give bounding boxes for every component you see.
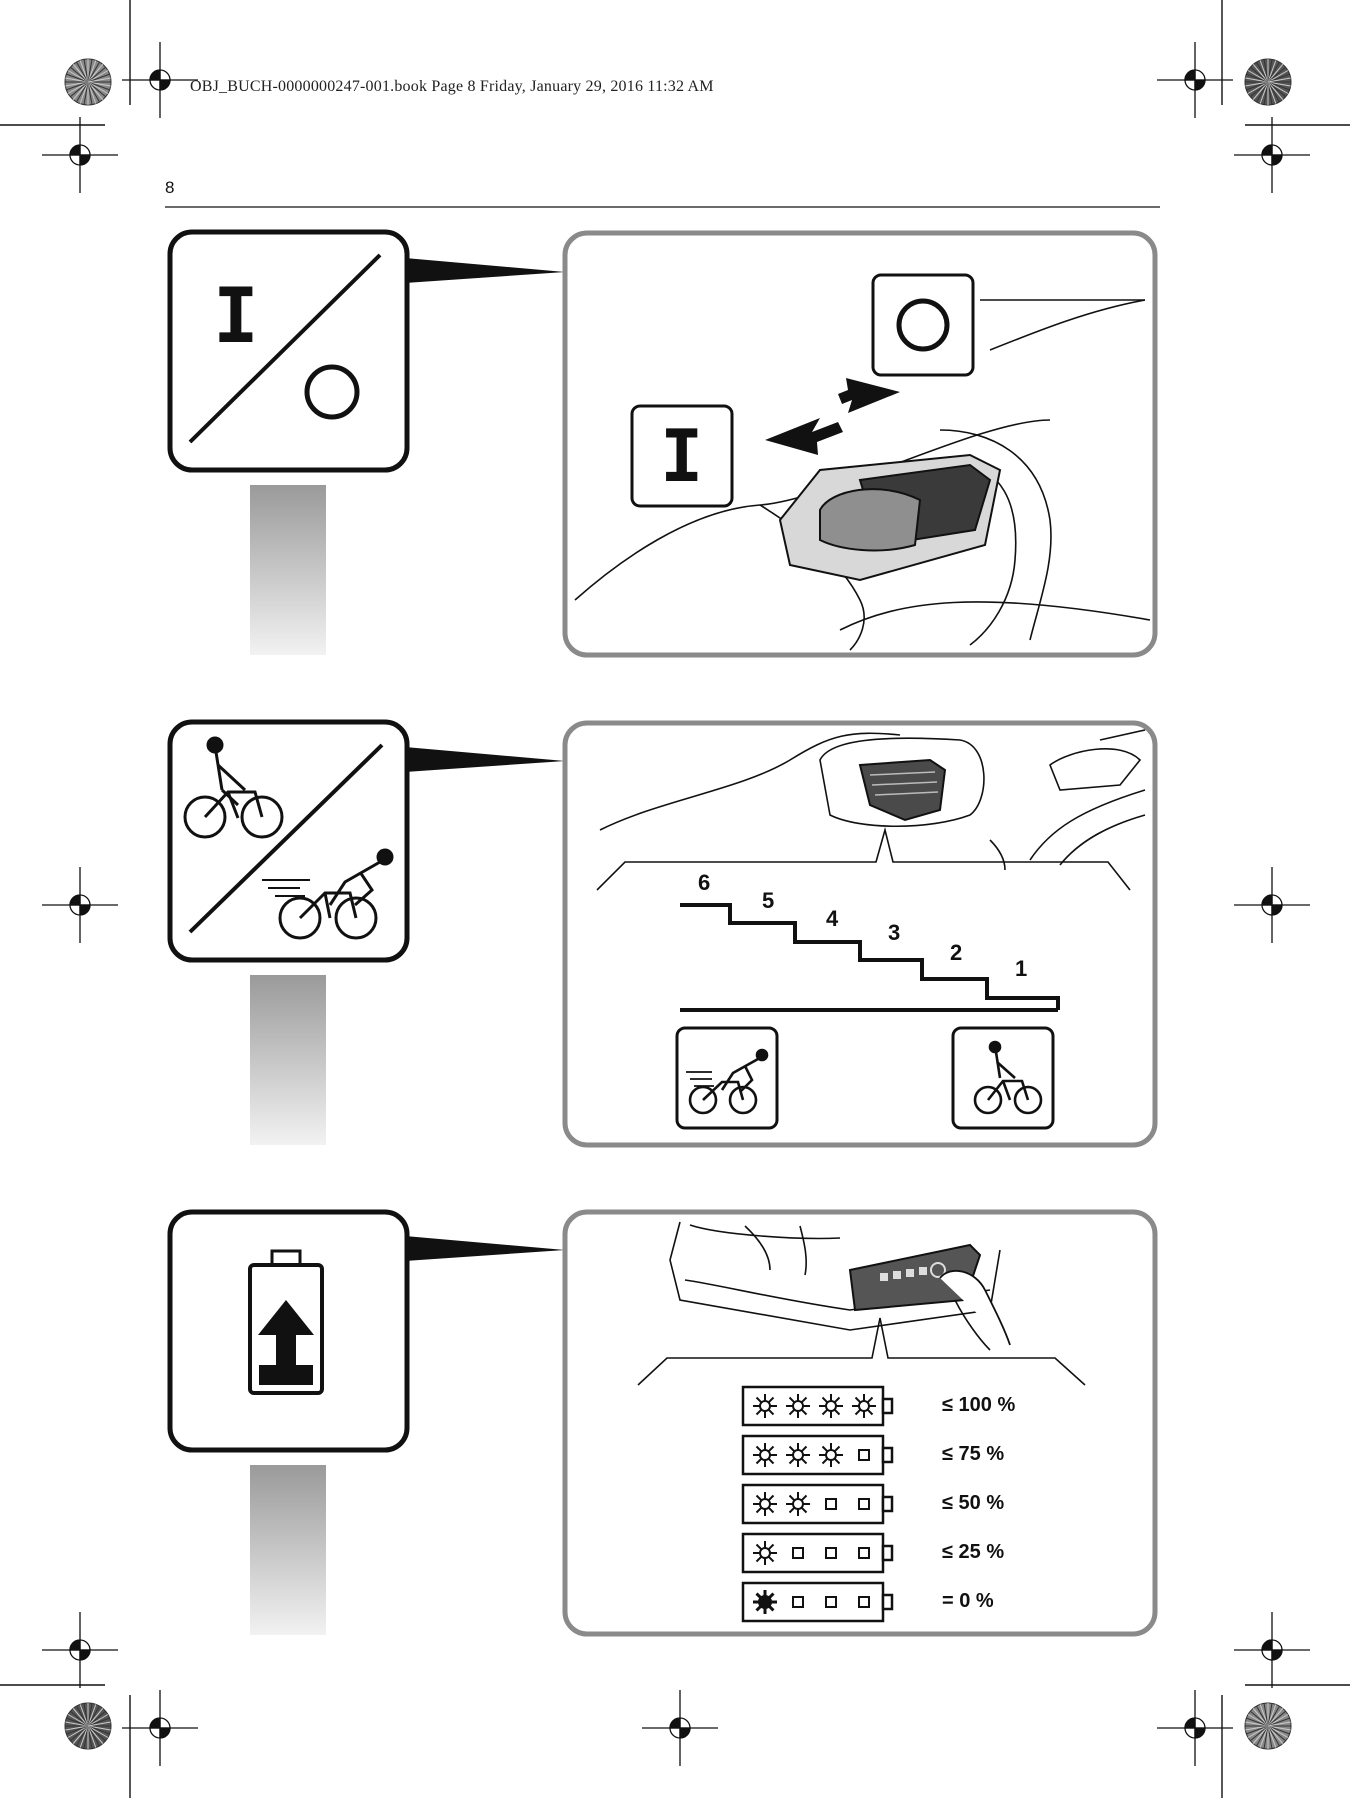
on-label-text: I <box>660 414 704 498</box>
tour-mode-box <box>951 1026 1055 1130</box>
assist-level-3: 3 <box>888 920 901 945</box>
registration-target-icon <box>642 1690 718 1766</box>
led-lit-icon <box>852 1394 876 1418</box>
registration-target-icon <box>1157 42 1233 118</box>
led-lit-icon <box>753 1492 777 1516</box>
page-number: 8 <box>165 178 175 197</box>
sport-mode-icon <box>686 1048 769 1115</box>
off-label-circle-icon <box>896 298 950 352</box>
battery-level-label: = 0 % <box>942 1590 994 1612</box>
arrow-right-icon <box>838 378 900 413</box>
registration-target-icon <box>42 117 118 193</box>
arrow-left-icon <box>765 418 843 455</box>
cyclist-upright-icon <box>183 736 284 839</box>
color-rosette-icon <box>1244 58 1292 106</box>
color-rosette-icon <box>64 58 112 106</box>
led-lit-icon <box>786 1443 810 1467</box>
led-lit-icon <box>753 1443 777 1467</box>
tour-mode-icon <box>973 1040 1043 1115</box>
registration-target-icon <box>1234 117 1310 193</box>
registration-target-icon <box>1234 1612 1310 1688</box>
led-off-icon <box>792 1547 804 1559</box>
led-lit-icon <box>753 1394 777 1418</box>
assist-level-1: 1 <box>1015 956 1028 981</box>
led-off-icon <box>858 1596 870 1608</box>
battery-level-label: ≤ 75 % <box>942 1443 1005 1465</box>
on-label-box <box>630 404 734 508</box>
led-lit-icon <box>819 1394 843 1418</box>
registration-target-icon <box>1234 867 1310 943</box>
off-label-box <box>871 273 975 377</box>
registration-target-icon <box>42 1612 118 1688</box>
off-circle-icon <box>304 364 360 420</box>
on-symbol: I <box>213 271 259 360</box>
battery-level-label: ≤ 50 % <box>942 1492 1005 1514</box>
battery-level-label: ≤ 25 % <box>942 1541 1005 1563</box>
registration-target-icon <box>42 867 118 943</box>
led-lit-icon <box>753 1541 777 1565</box>
led-off-icon <box>792 1596 804 1608</box>
led-blinking-icon <box>753 1590 777 1614</box>
registration-target-icon <box>1157 1690 1233 1766</box>
assist-level-6: 6 <box>698 870 711 895</box>
assist-staircase <box>680 903 1060 1012</box>
led-lit-icon <box>819 1443 843 1467</box>
battery-charge-icon <box>248 1249 324 1395</box>
document-slug: OBJ_BUCH-0000000247-001.book Page 8 Frid… <box>190 78 714 95</box>
led-off-icon <box>825 1596 837 1608</box>
led-off-icon <box>825 1547 837 1559</box>
battery-level-label: ≤ 100 % <box>942 1394 1016 1416</box>
assist-level-2: 2 <box>950 940 963 965</box>
onoff-detail-frame <box>562 230 1158 658</box>
led-off-icon <box>825 1498 837 1510</box>
assist-level-4: 4 <box>826 906 839 931</box>
color-rosette-icon <box>64 1702 112 1750</box>
led-off-icon <box>858 1498 870 1510</box>
sport-mode-box <box>675 1026 779 1130</box>
color-rosette-icon <box>1244 1702 1292 1750</box>
cyclist-sport-icon <box>262 848 394 940</box>
led-off-icon <box>858 1449 870 1461</box>
led-lit-icon <box>786 1492 810 1516</box>
led-lit-icon <box>786 1394 810 1418</box>
assist-level-5: 5 <box>762 888 775 913</box>
registration-target-icon <box>122 42 198 118</box>
registration-target-icon <box>122 1690 198 1766</box>
led-off-icon <box>858 1547 870 1559</box>
